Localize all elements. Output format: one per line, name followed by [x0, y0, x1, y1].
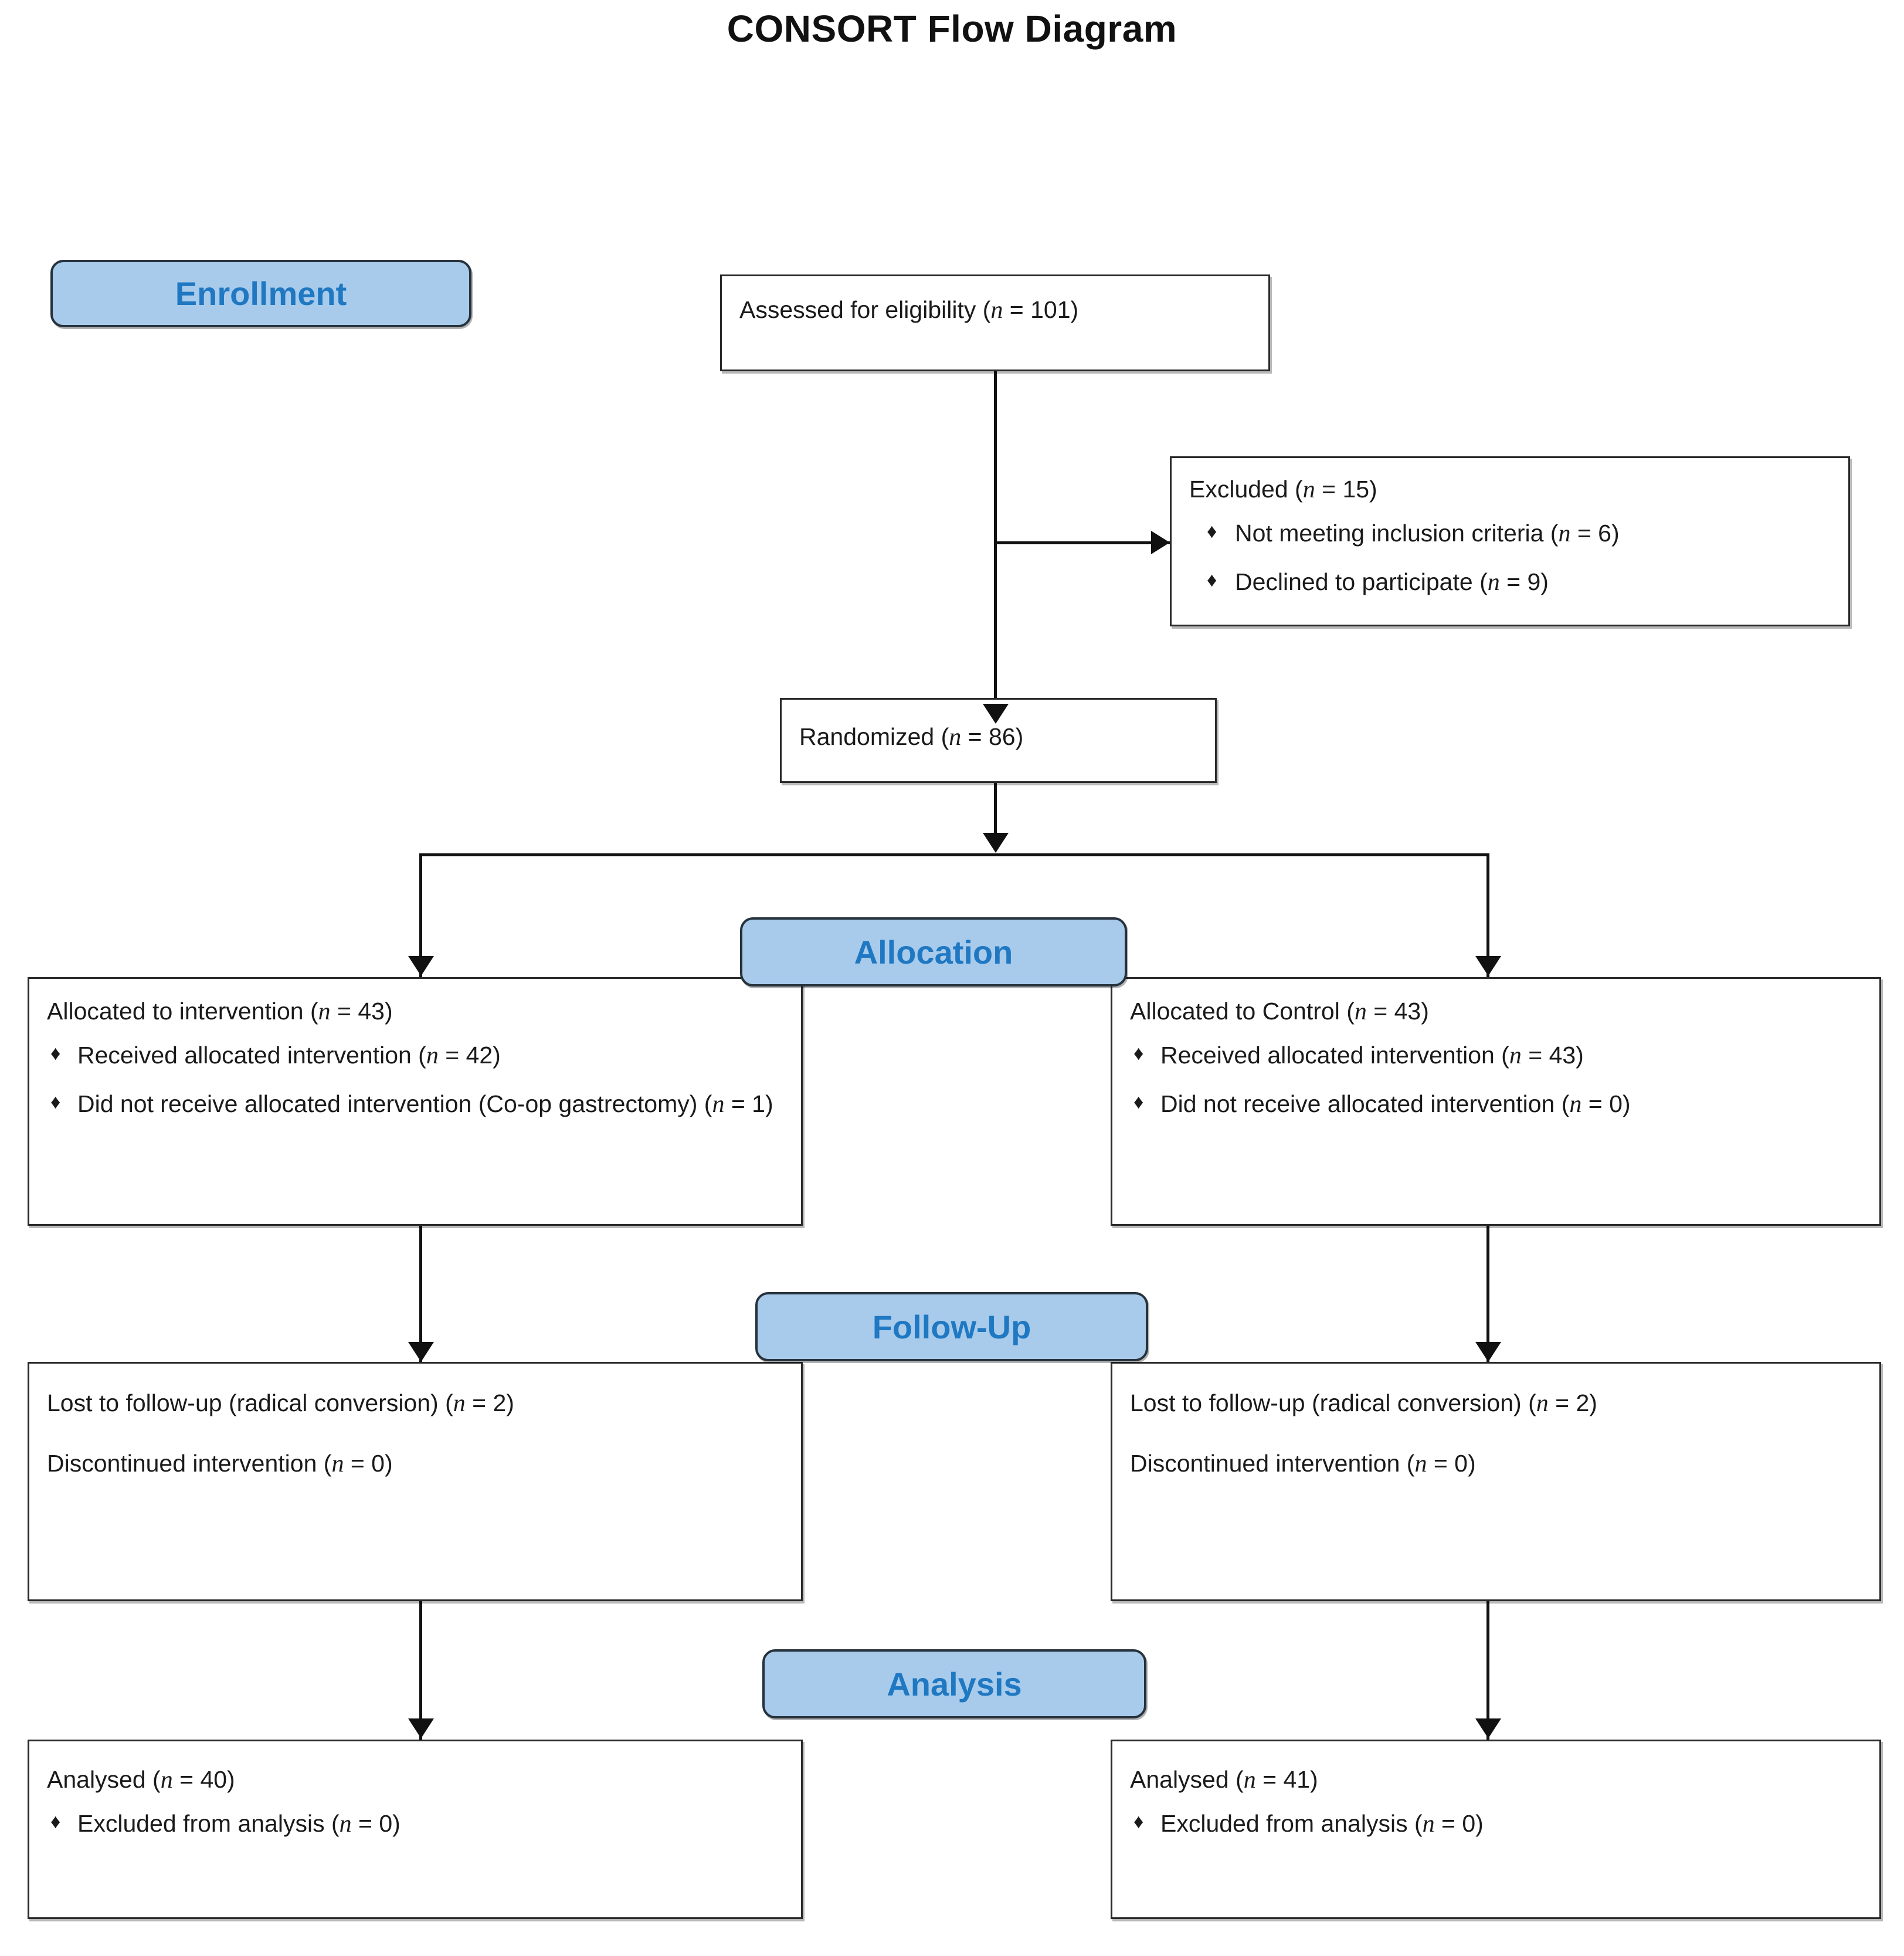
connector-split-right	[1486, 853, 1489, 979]
n-italic: n	[1569, 1090, 1582, 1118]
list-item: ♦ Excluded from analysis (n = 0)	[47, 1805, 783, 1843]
node-analysis-intervention: Analysed (n = 40) ♦ Excluded from analys…	[28, 1740, 803, 1919]
spacer	[47, 1423, 783, 1445]
n-italic: n	[1509, 1042, 1522, 1069]
diamond-bullet-icon: ♦	[1133, 1042, 1144, 1065]
connector-split-left	[419, 853, 422, 979]
diamond-bullet-icon: ♦	[1207, 520, 1217, 543]
stage-badge-analysis: Analysis	[762, 1649, 1146, 1718]
assessed-text: Assessed for eligibility (n = 101)	[739, 296, 1079, 324]
analysis-left-heading: Analysed (n = 40)	[47, 1766, 235, 1794]
n-italic: n	[1536, 1390, 1549, 1417]
arrowhead-to-randomized	[983, 704, 1009, 724]
alloc-left-heading: Allocated to intervention (n = 43)	[47, 998, 393, 1025]
connector-alloc-right-to-follow	[1486, 1225, 1489, 1362]
follow-right-line2: Discontinued intervention (n = 0)	[1130, 1449, 1476, 1477]
follow-left-line1: Lost to follow-up (radical conversion) (…	[47, 1389, 514, 1417]
node-analysis-control: Analysed (n = 41) ♦ Excluded from analys…	[1111, 1740, 1881, 1919]
page-title: CONSORT Flow Diagram	[727, 8, 1177, 50]
n-italic: n	[318, 998, 331, 1025]
connector-follow-right-to-analysis	[1486, 1601, 1489, 1741]
arrowhead-to-excluded	[1151, 531, 1170, 554]
analysis-right-list: ♦ Excluded from analysis (n = 0)	[1130, 1805, 1862, 1843]
arrowhead-analysis-right	[1475, 1718, 1501, 1738]
node-randomized: Randomized (n = 86)	[780, 698, 1217, 783]
randomized-text: Randomized (n = 86)	[799, 723, 1024, 751]
stage-badge-allocation: Allocation	[740, 917, 1127, 987]
n-italic: n	[1422, 1810, 1435, 1838]
n-italic: n	[331, 1450, 344, 1477]
n-italic: n	[1487, 568, 1500, 596]
n-italic: n	[339, 1810, 352, 1838]
stage-badge-followup: Follow-Up	[755, 1292, 1148, 1361]
excluded-heading: Excluded (n = 15)	[1189, 476, 1377, 503]
connector-alloc-left-to-follow	[419, 1225, 422, 1362]
n-italic: n	[1414, 1450, 1427, 1477]
follow-right-line1: Lost to follow-up (radical conversion) (…	[1130, 1389, 1597, 1417]
connector-follow-left-to-analysis	[419, 1601, 422, 1741]
n-italic: n	[453, 1390, 466, 1417]
arrowhead-alloc-left	[408, 956, 434, 976]
n-italic: n	[1302, 476, 1315, 503]
alloc-right-heading: Allocated to Control (n = 43)	[1130, 998, 1429, 1025]
n-italic: n	[990, 297, 1003, 324]
diamond-bullet-icon: ♦	[1207, 568, 1217, 591]
n-italic: n	[160, 1767, 173, 1794]
list-item: ♦ Received allocated intervention (n = 4…	[1130, 1037, 1862, 1075]
n-italic: n	[426, 1042, 439, 1069]
list-item: ♦ Not meeting inclusion criteria (n = 6)	[1189, 515, 1831, 553]
connector-assessed-trunk	[994, 369, 997, 724]
list-item: ♦ Did not receive allocated intervention…	[47, 1086, 783, 1124]
excluded-list: ♦ Not meeting inclusion criteria (n = 6)…	[1189, 515, 1831, 602]
n-italic: n	[1354, 998, 1367, 1025]
n-italic: n	[1243, 1767, 1256, 1794]
arrowhead-alloc-right	[1475, 956, 1501, 976]
list-item: ♦ Declined to participate (n = 9)	[1189, 564, 1831, 602]
connector-split-bar	[419, 853, 1489, 856]
node-excluded: Excluded (n = 15) ♦ Not meeting inclusio…	[1170, 456, 1850, 626]
list-item: ♦ Did not receive allocated intervention…	[1130, 1086, 1862, 1124]
arrowhead-follow-right	[1475, 1342, 1501, 1362]
diamond-bullet-icon: ♦	[1133, 1090, 1144, 1113]
node-allocated-intervention: Allocated to intervention (n = 43) ♦ Rec…	[28, 977, 803, 1226]
n-italic: n	[1558, 520, 1571, 547]
follow-left-line2: Discontinued intervention (n = 0)	[47, 1449, 393, 1477]
stage-badge-enrollment: Enrollment	[50, 260, 471, 327]
node-allocated-control: Allocated to Control (n = 43) ♦ Received…	[1111, 977, 1881, 1226]
connector-randomized-down	[994, 783, 997, 848]
arrowhead-split-center	[983, 833, 1009, 853]
alloc-left-list: ♦ Received allocated intervention (n = 4…	[47, 1037, 783, 1124]
connector-to-excluded	[994, 541, 1170, 544]
arrowhead-analysis-left	[408, 1718, 434, 1738]
list-item: ♦ Excluded from analysis (n = 0)	[1130, 1805, 1862, 1843]
spacer	[1130, 1423, 1862, 1445]
diamond-bullet-icon: ♦	[50, 1042, 61, 1065]
analysis-left-list: ♦ Excluded from analysis (n = 0)	[47, 1805, 783, 1843]
node-followup-control: Lost to follow-up (radical conversion) (…	[1111, 1362, 1881, 1601]
arrowhead-follow-left	[408, 1342, 434, 1362]
n-italic: n	[949, 724, 962, 751]
diamond-bullet-icon: ♦	[50, 1090, 61, 1113]
node-followup-intervention: Lost to follow-up (radical conversion) (…	[28, 1362, 803, 1601]
analysis-right-heading: Analysed (n = 41)	[1130, 1766, 1318, 1794]
diamond-bullet-icon: ♦	[50, 1810, 61, 1833]
n-italic: n	[712, 1090, 725, 1118]
diamond-bullet-icon: ♦	[1133, 1810, 1144, 1833]
alloc-right-list: ♦ Received allocated intervention (n = 4…	[1130, 1037, 1862, 1124]
node-assessed-for-eligibility: Assessed for eligibility (n = 101)	[720, 274, 1270, 371]
list-item: ♦ Received allocated intervention (n = 4…	[47, 1037, 783, 1075]
